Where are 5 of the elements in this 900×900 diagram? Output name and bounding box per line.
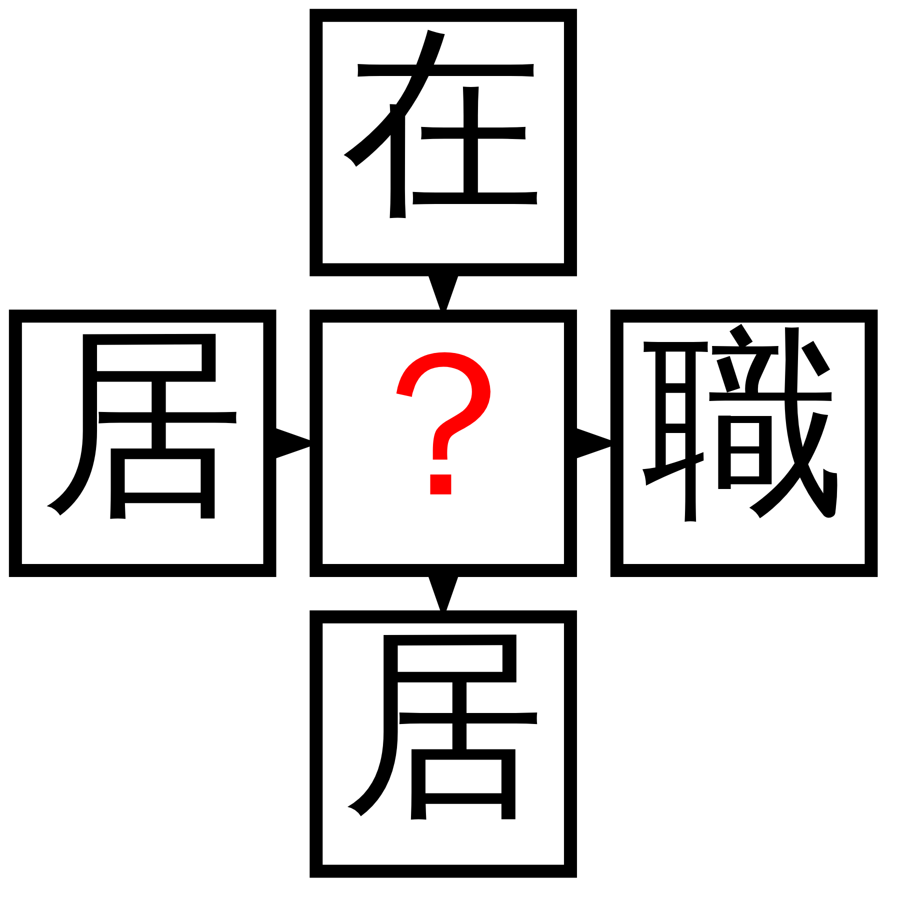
node-box: ？	[310, 310, 577, 577]
node-box: 居	[310, 610, 577, 878]
node-box: 在	[310, 8, 577, 276]
node-box: 居	[8, 310, 276, 577]
node-box: 職	[610, 310, 878, 577]
